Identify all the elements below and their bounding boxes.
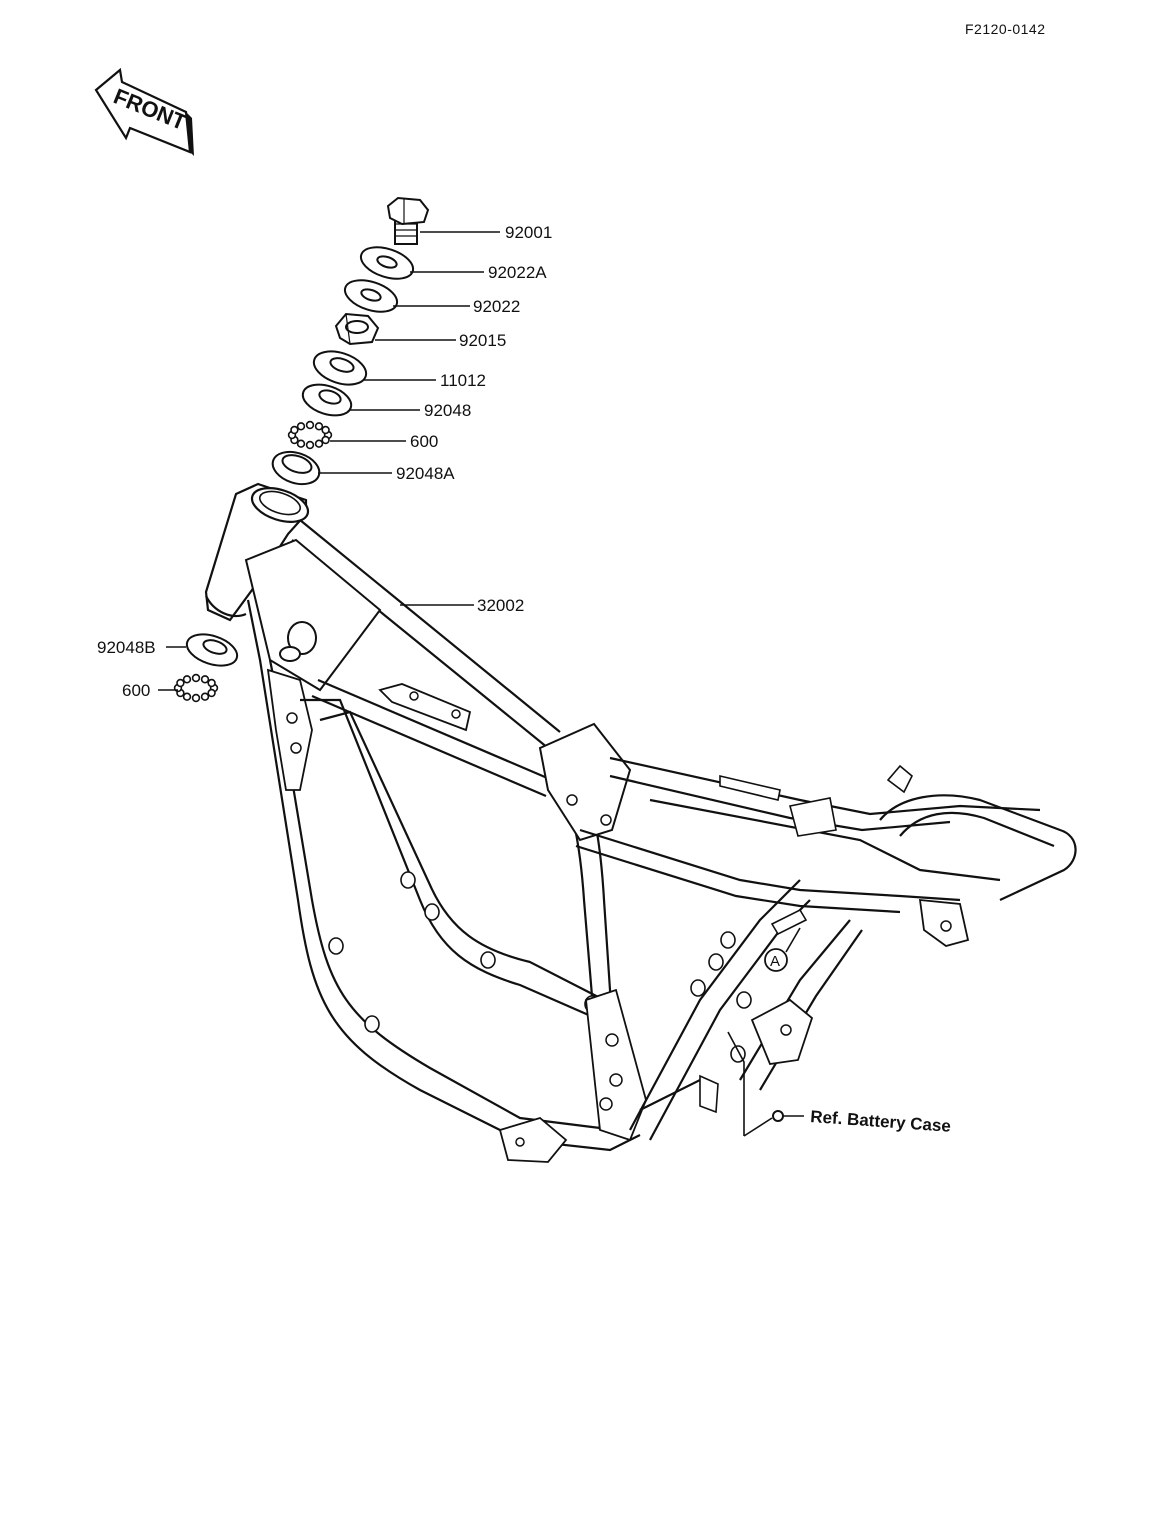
ball-bearing — [321, 435, 330, 445]
ball-bearing — [207, 688, 216, 698]
ball-bearing — [191, 693, 201, 703]
ball-bearing — [207, 678, 216, 688]
ball-bearing — [305, 420, 315, 430]
nut-92015 — [334, 312, 380, 346]
callout-600-top: 600 — [410, 432, 438, 451]
callout-92048A: 92048A — [396, 464, 455, 483]
leader-lines — [158, 231, 804, 1137]
callout-92022A: 92022A — [488, 263, 547, 282]
reference-note-battery-case: Ref. Battery Case — [810, 1107, 952, 1136]
frame-boss — [364, 1015, 380, 1033]
callout-92048B: 92048B — [97, 638, 156, 657]
ball-bearing — [314, 439, 324, 448]
washer-92022 — [343, 279, 399, 313]
ball-bearing — [314, 422, 324, 431]
frame-boss — [708, 953, 724, 971]
race-92048B — [185, 633, 239, 667]
cap-11012 — [312, 350, 368, 386]
ball-bearing — [296, 422, 306, 431]
ball-bearing — [200, 692, 210, 701]
ball-bearing — [296, 439, 306, 448]
callout-600-left: 600 — [122, 681, 150, 700]
detail-a-label: A — [770, 953, 780, 970]
race-92048 — [301, 383, 353, 417]
callout-32002: 32002 — [477, 596, 524, 615]
stem-bolt-92001 — [386, 196, 430, 245]
battery-case-ref-icon — [772, 1110, 784, 1122]
cup-92048A — [271, 450, 321, 486]
frame-boss — [690, 979, 706, 997]
ball-bearing — [176, 678, 185, 688]
frame-boss — [328, 937, 344, 955]
ball-bearings-600-left — [173, 673, 219, 703]
callout-92001: 92001 — [505, 223, 552, 242]
ball-bearing — [321, 425, 330, 435]
callout-92022: 92022 — [473, 297, 520, 316]
frame-boss — [736, 991, 752, 1009]
ball-bearing — [305, 440, 315, 450]
detail-a-marker: A — [764, 927, 801, 972]
frame-boss — [400, 871, 416, 889]
ball-bearing — [200, 675, 210, 684]
frame-boss — [480, 951, 496, 969]
washer-92022A — [359, 246, 415, 280]
callout-92015: 92015 — [459, 331, 506, 350]
callout-11012: 11012 — [440, 371, 486, 390]
ball-bearing — [191, 673, 201, 683]
figure-code: F2120-0142 — [965, 21, 1046, 37]
frame-32002 — [204, 482, 1077, 1163]
ball-bearing — [182, 675, 192, 684]
frame-boss — [720, 931, 736, 949]
ball-bearing — [290, 425, 299, 435]
callout-92048: 92048 — [424, 401, 471, 420]
ball-bearing — [182, 692, 192, 701]
ball-bearings-600-top — [287, 420, 333, 450]
front-arrow-icon: FRONT — [94, 67, 194, 156]
frame-boss — [424, 903, 440, 921]
